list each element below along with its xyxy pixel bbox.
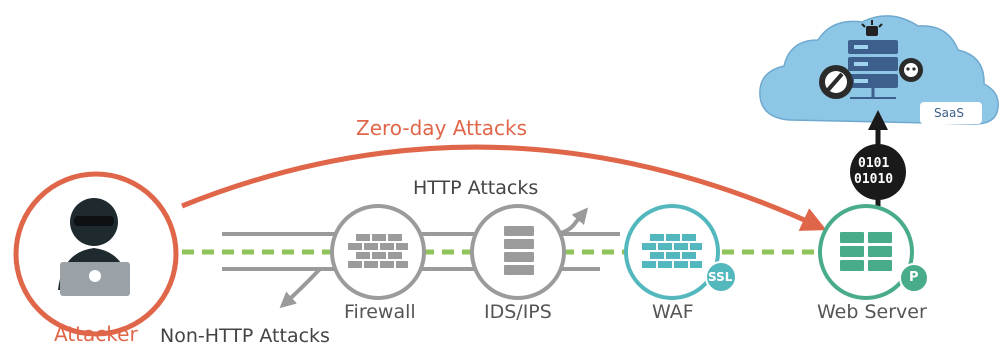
p-badge (899, 263, 929, 293)
binary-top: 0101 (858, 156, 890, 171)
firewall-node (330, 204, 426, 300)
firewall-label: Firewall (344, 301, 416, 323)
zero-day-label: Zero-day Attacks (356, 116, 528, 140)
skull-gear-icon (899, 58, 923, 82)
cloud-server-rack-icon (848, 20, 898, 99)
brick-wall-icon (348, 234, 408, 268)
http-attacks-label: HTTP Attacks (413, 177, 539, 199)
ssl-badge-label: SSL (708, 270, 733, 284)
p-badge-label: P (909, 270, 919, 285)
server-icon (504, 226, 534, 275)
wrench-gear-icon (819, 65, 853, 99)
binary-data-icon (850, 144, 906, 200)
web-server-label: Web Server (817, 301, 927, 323)
saas-cloud (759, 15, 999, 125)
ssl-badge (705, 261, 737, 293)
ids-ips-node (470, 204, 566, 300)
binary-bottom: 01010 (854, 172, 894, 187)
attacker-node (13, 171, 179, 337)
ids-ips-label: IDS/IPS (484, 301, 552, 323)
non-http-attacks-label: Non-HTTP Attacks (160, 325, 330, 347)
waf-node (624, 204, 737, 300)
waf-brick-icon (642, 234, 702, 268)
non-http-attack-path (222, 267, 325, 309)
web-server-icon (840, 232, 892, 271)
saas-tag (920, 102, 982, 124)
zero-day-arc (181, 144, 827, 231)
saas-label: SaaS (934, 106, 964, 120)
hacker-icon (58, 198, 130, 296)
attacker-label: Attacker (54, 322, 138, 346)
waf-label: WAF (652, 301, 694, 323)
web-server-node (818, 204, 929, 300)
